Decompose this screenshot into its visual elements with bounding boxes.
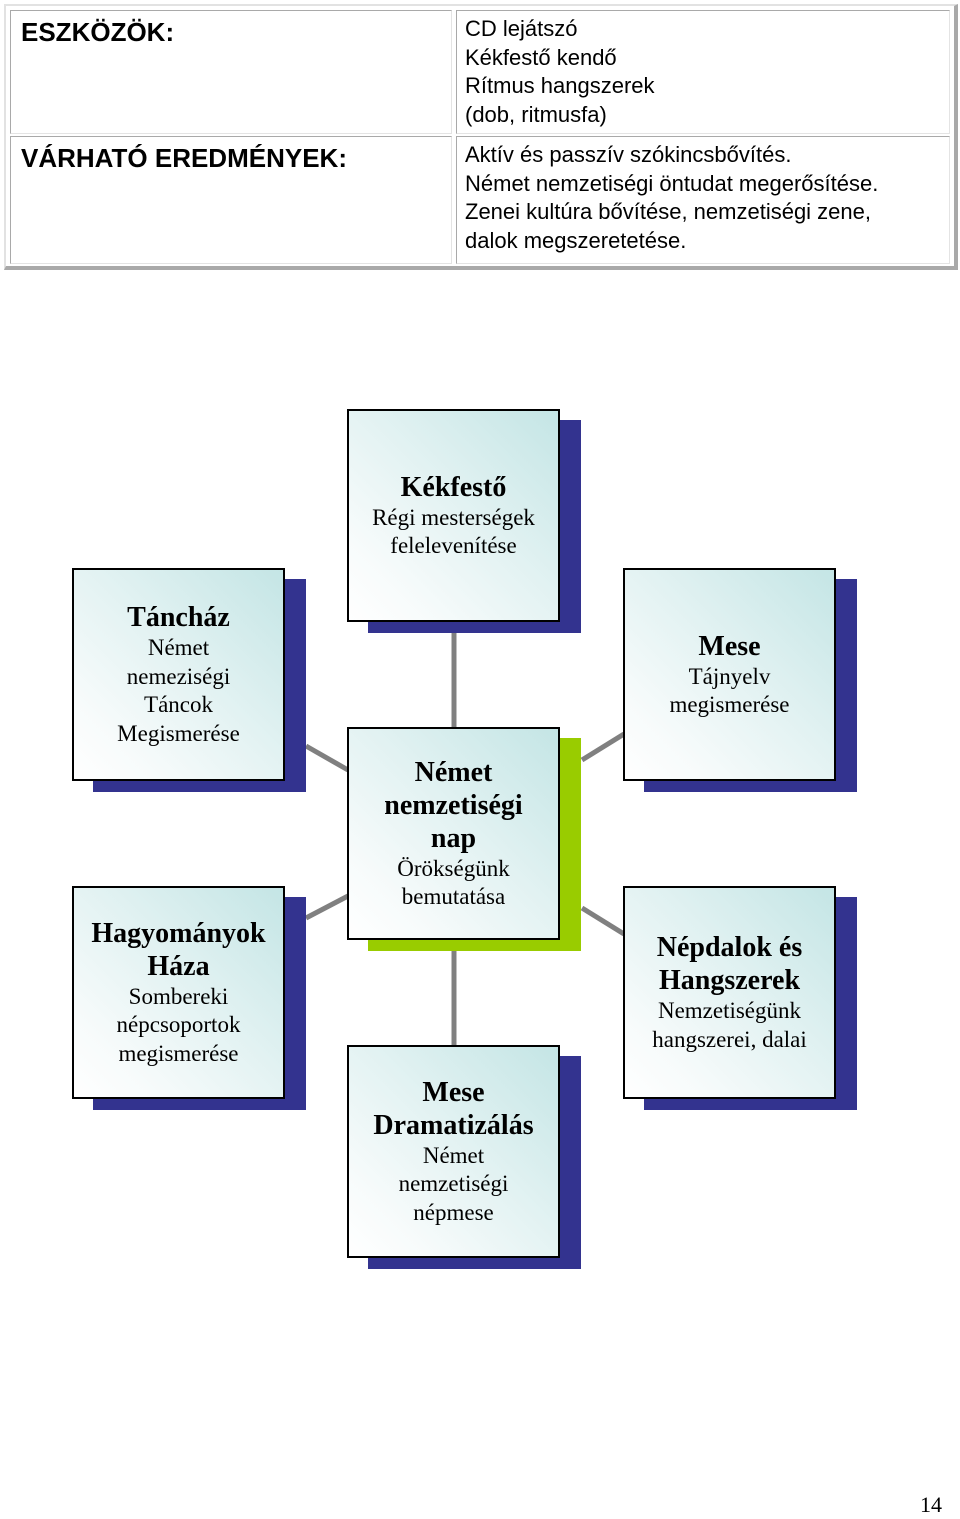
- tools-line: (dob, ritmusfa): [465, 101, 607, 127]
- connector-top-right: [580, 731, 626, 763]
- node-title: Német: [414, 756, 493, 788]
- node-subtitle: Nemzetiségünk: [657, 998, 802, 1023]
- results-line: Aktív és passzív szókincsbővítés.: [465, 142, 792, 167]
- node-nepdalok-hangszerek: Népdalok és Hangszerek Nemzetiségünk han…: [623, 886, 836, 1099]
- node-mese-dramatizalas: Mese Dramatizálás Német nemzetiségi népm…: [347, 1045, 560, 1258]
- tools-value: CD lejátszó Kékfestő kendő Rítmus hangsz…: [456, 10, 950, 134]
- node-subtitle: nemeziségi: [126, 663, 231, 689]
- node-subtitle: népcsoportok: [116, 1012, 241, 1038]
- tools-line: Rítmus hangszerek: [465, 73, 655, 98]
- node-hagyomanyok-haza: Hagyományok Háza Sombereki népcsoportok …: [72, 886, 285, 1099]
- node-subtitle: nemzetiségi: [398, 1171, 509, 1197]
- node-title: Hangszerek: [658, 965, 801, 996]
- node-subtitle: Megismerése: [117, 720, 240, 746]
- connector-bottom-right: [580, 905, 626, 937]
- connector-bottom-left: [304, 893, 350, 921]
- node-title: Mese: [422, 1076, 485, 1108]
- node-kekfesto: Kékfestő Régi mesterségek felelevenítése: [347, 409, 560, 622]
- node-subtitle: felelevenítése: [390, 533, 517, 558]
- node-mese: Mese Tájnyelv megismerése: [623, 568, 836, 781]
- node-subtitle: hangszerei, dalai: [652, 1026, 807, 1052]
- node-subtitle: bemutatása: [401, 884, 506, 909]
- tools-line: CD lejátszó: [465, 16, 578, 41]
- results-line: dalok megszeretetése.: [465, 227, 687, 253]
- results-line: Zenei kultúra bővítése, nemzetiségi zene…: [465, 199, 872, 224]
- node-subtitle: Sombereki: [128, 983, 229, 1009]
- node-title: Dramatizálás: [373, 1109, 534, 1141]
- page-number: 14: [920, 1492, 942, 1517]
- expected-results-label: VÁRHATÓ EREDMÉNYEK:: [10, 136, 452, 264]
- node-subtitle: Tájnyelv: [688, 663, 771, 689]
- node-title: Kékfestő: [400, 471, 507, 503]
- node-title: Háza: [147, 950, 210, 982]
- tools-label: ESZKÖZÖK:: [10, 10, 452, 134]
- node-title: Hagyományok: [91, 917, 266, 949]
- node-tanchaz: Táncház Német nemeziségi Táncok Megismer…: [72, 568, 285, 781]
- node-center-nemet-nemzetisegi-nap: Német nemzetiségi nap Örökségünk bemutat…: [347, 727, 560, 940]
- info-table: ESZKÖZÖK: CD lejátszó Kékfestő kendő Rít…: [4, 4, 958, 270]
- node-title: Táncház: [127, 602, 230, 633]
- node-title: Népdalok és: [656, 932, 803, 963]
- tools-line: Kékfestő kendő: [465, 44, 617, 70]
- results-line: Német nemzetiségi öntudat megerősítése.: [465, 170, 879, 196]
- connector-top-left: [304, 743, 350, 773]
- expected-results-value: Aktív és passzív szókincsbővítés. Német …: [456, 136, 950, 264]
- node-subtitle: Régi mesterségek: [372, 504, 535, 530]
- node-subtitle: megismerése: [118, 1040, 239, 1066]
- node-subtitle: Örökségünk: [397, 855, 510, 881]
- node-title: Mese: [698, 630, 761, 662]
- node-subtitle: megismerése: [669, 692, 790, 717]
- node-subtitle: Táncok: [144, 692, 213, 717]
- node-subtitle: népmese: [413, 1199, 494, 1225]
- node-title: nemzetiségi: [384, 789, 523, 821]
- node-title: nap: [430, 822, 477, 854]
- node-subtitle: Német: [422, 1142, 485, 1168]
- node-subtitle: Német: [147, 635, 210, 660]
